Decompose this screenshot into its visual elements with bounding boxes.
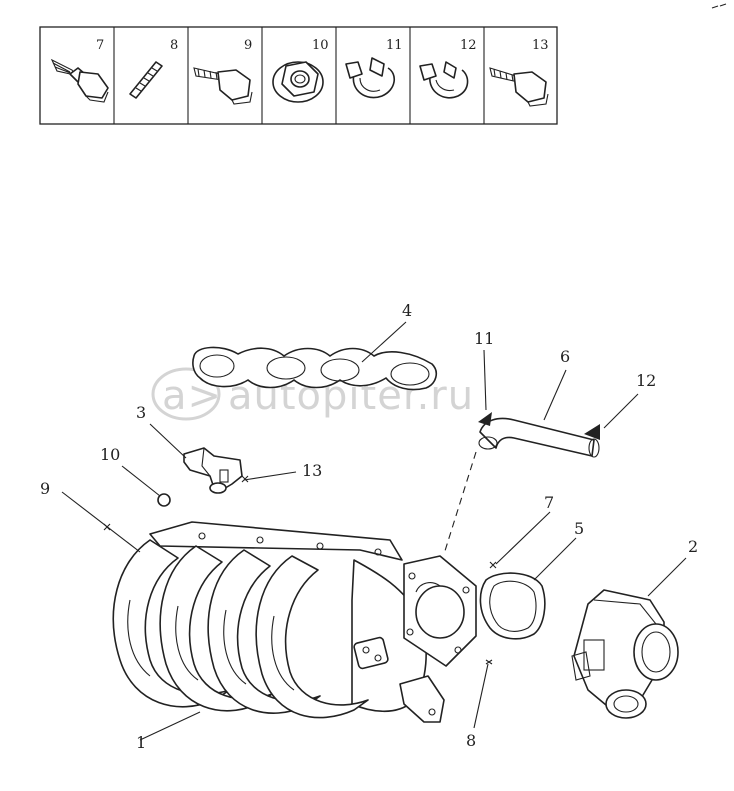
legend-number: 10 [312,38,329,53]
leader-lines [61,321,687,741]
legend-frame [39,26,558,125]
arrow-12 [584,424,600,440]
callout-8: 8 [466,731,476,750]
callout-4: 4 [402,301,412,320]
watermark-logo-ring [151,367,221,421]
flange-bolt-icon [193,67,253,105]
hose-clamp-icon [345,57,395,99]
legend-number: 8 [170,38,178,53]
throttle-body [571,589,679,719]
callout-10: 10 [100,445,120,464]
assembly-centerline [443,451,477,555]
callout-6: 6 [560,347,570,366]
intake-gasket [192,346,438,391]
flange-bolt-icon [489,67,549,107]
callout-1: 1 [136,733,146,752]
stud-icon [129,61,163,99]
legend-number: 13 [532,38,549,53]
callout-9: 9 [40,479,50,498]
corner-mark [711,3,727,9]
legend-number: 12 [460,38,477,53]
callout-11: 11 [474,329,494,348]
legend-number: 9 [244,38,252,53]
flange-bolt-icon [50,58,109,103]
callout-7: 7 [544,493,554,512]
callout-3: 3 [136,403,146,422]
hose [478,417,600,458]
hose-clamp-icon [419,61,469,99]
legend-number: 11 [386,38,403,53]
washer [157,493,171,507]
callout-2: 2 [688,537,698,556]
intake-manifold [112,521,477,723]
callout-13: 13 [302,461,322,480]
callout-12: 12 [636,371,656,390]
fastener-legend: 7 8 9 10 11 12 13 [39,26,558,125]
callout-5: 5 [574,519,584,538]
flange-nut-icon [272,61,324,103]
throttle-gasket [479,572,546,640]
sensor [183,447,243,494]
legend-number: 7 [96,38,104,53]
arrow-11 [478,412,492,426]
